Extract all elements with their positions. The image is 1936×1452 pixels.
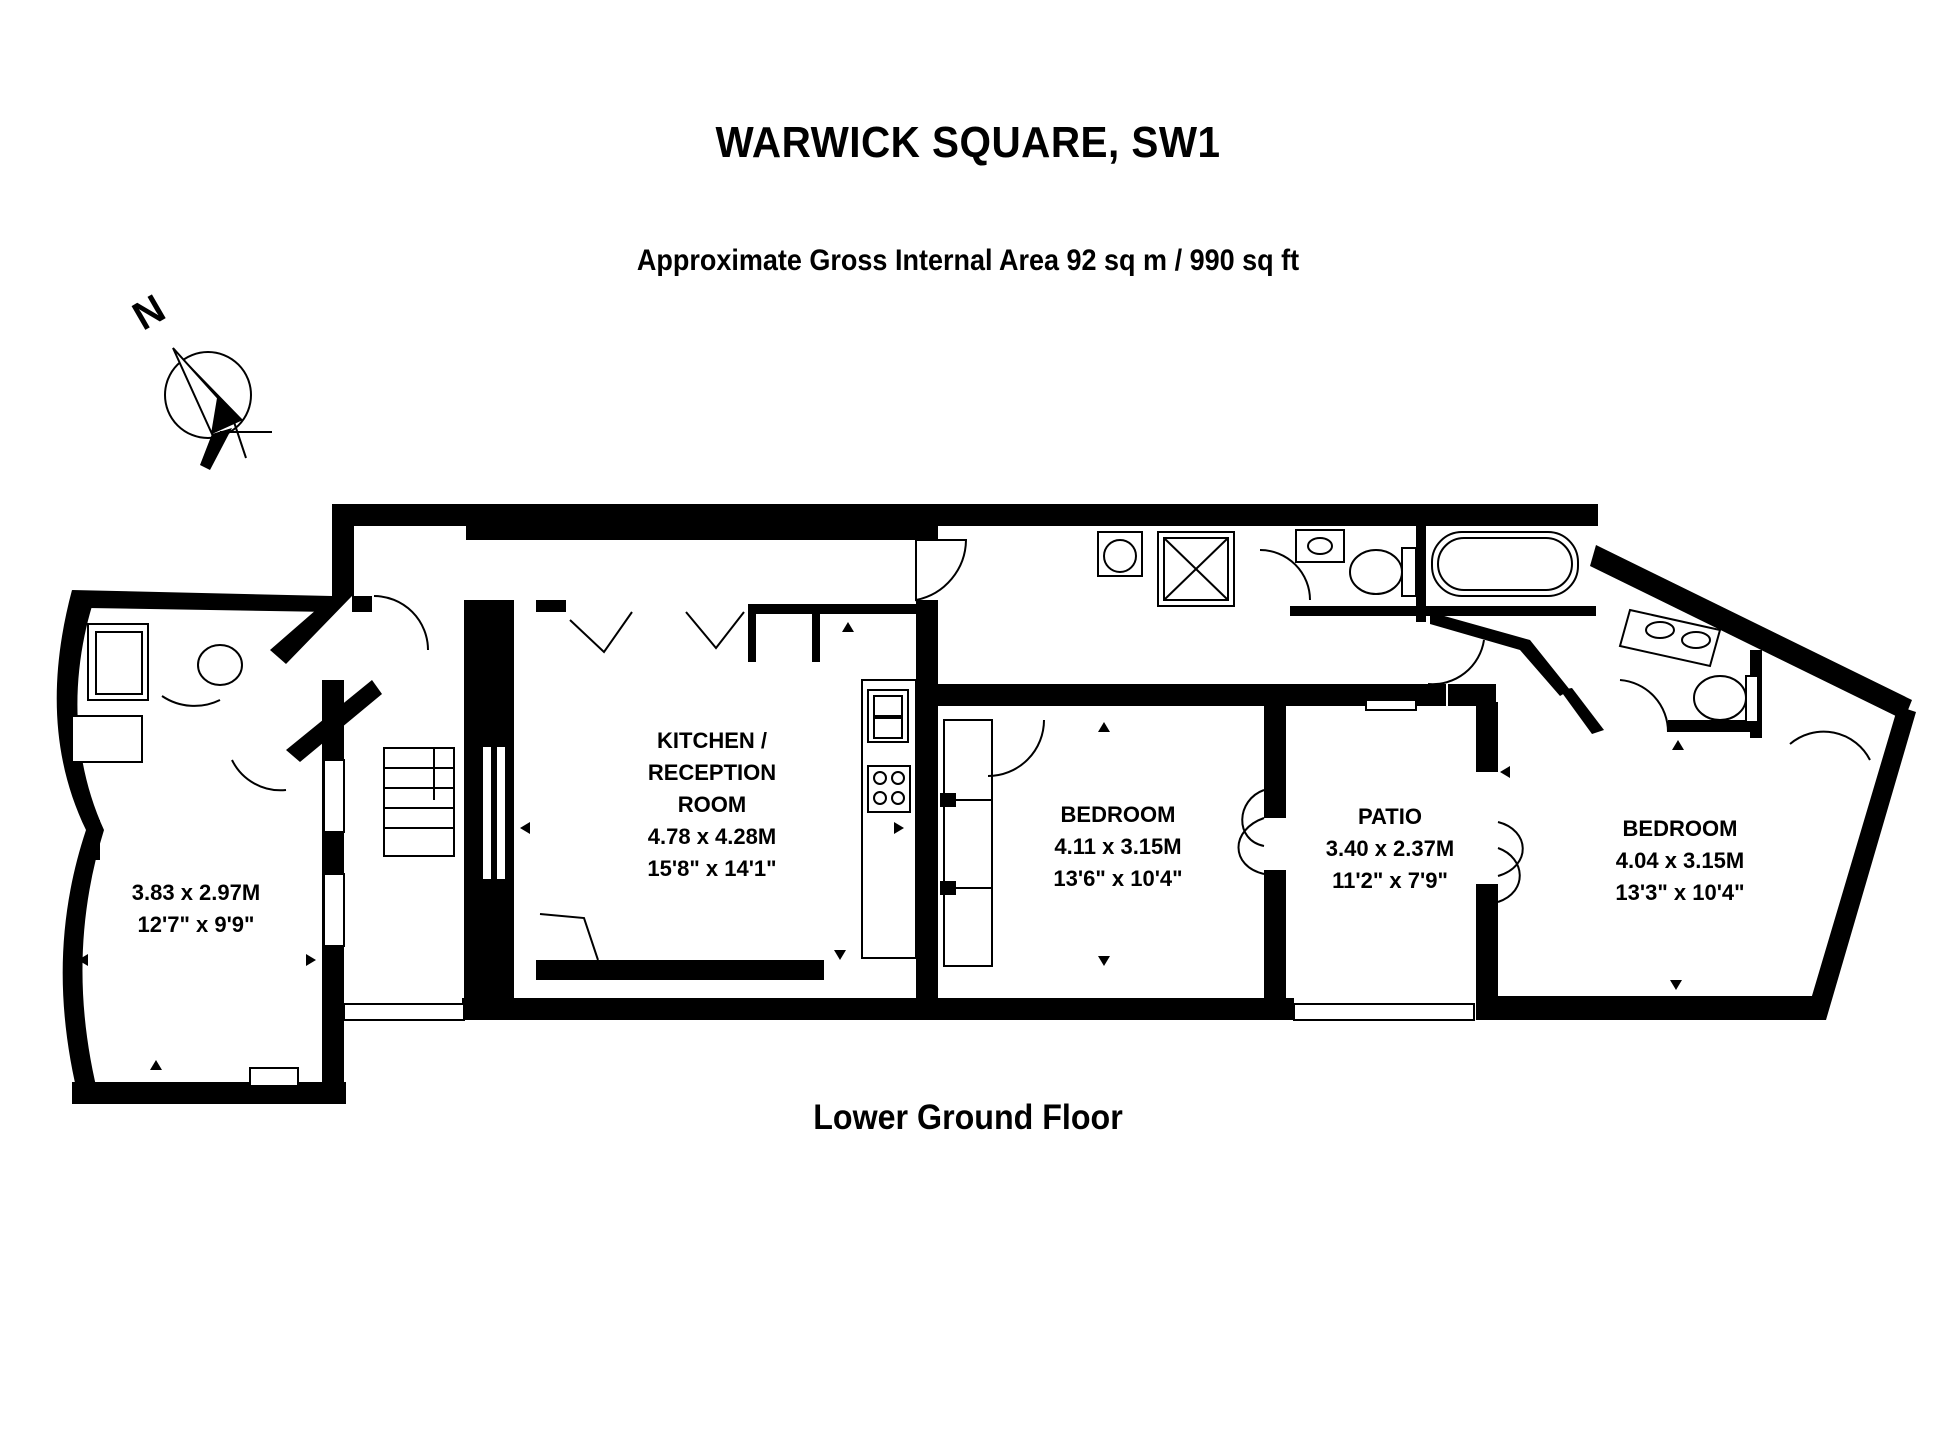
room-left: 3.83 x 2.97M 12'7" x 9'9" <box>132 880 260 937</box>
kitchen-name-3: ROOM <box>678 792 746 817</box>
floor-label: Lower Ground Floor <box>813 1098 1123 1137</box>
patio-metric: 3.40 x 2.37M <box>1326 836 1454 861</box>
room-bedroom-2: BEDROOM 4.04 x 3.15M 13'3" x 10'4" <box>1615 816 1744 905</box>
radiator-marks <box>78 622 1684 1070</box>
bedroom1-imperial: 13'6" x 10'4" <box>1053 866 1182 891</box>
kitchen-name-2: RECEPTION <box>648 760 776 785</box>
patio-name: PATIO <box>1358 804 1422 829</box>
patio-imperial: 11'2" x 7'9" <box>1332 868 1448 893</box>
gross-area-text: Approximate Gross Internal Area 92 sq m … <box>636 244 1300 277</box>
doors <box>161 539 1871 961</box>
bedroom1-name: BEDROOM <box>1061 802 1176 827</box>
plan-title: WARWICK SQUARE, SW1 <box>715 118 1221 167</box>
bedroom2-name: BEDROOM <box>1623 816 1738 841</box>
room-left-imperial: 12'7" x 9'9" <box>138 912 255 937</box>
bedroom2-metric: 4.04 x 3.15M <box>1616 848 1744 873</box>
kitchen-name-1: KITCHEN / <box>657 728 767 753</box>
compass-icon: N <box>125 287 272 470</box>
fixtures <box>71 529 1759 967</box>
windows <box>323 699 1475 1021</box>
kitchen-metric: 4.78 x 4.28M <box>648 824 776 849</box>
kitchen-imperial: 15'8" x 14'1" <box>647 856 776 881</box>
window <box>249 1067 299 1087</box>
bedroom1-metric: 4.11 x 3.15M <box>1054 834 1181 859</box>
room-kitchen: KITCHEN / RECEPTION ROOM 4.78 x 4.28M 15… <box>647 728 776 881</box>
bedroom2-imperial: 13'3" x 10'4" <box>1615 880 1744 905</box>
room-left-metric: 3.83 x 2.97M <box>132 880 260 905</box>
room-bedroom-1: BEDROOM 4.11 x 3.15M 13'6" x 10'4" <box>1053 802 1182 891</box>
room-patio: PATIO 3.40 x 2.37M 11'2" x 7'9" <box>1326 804 1454 893</box>
compass-letter: N <box>125 287 172 340</box>
